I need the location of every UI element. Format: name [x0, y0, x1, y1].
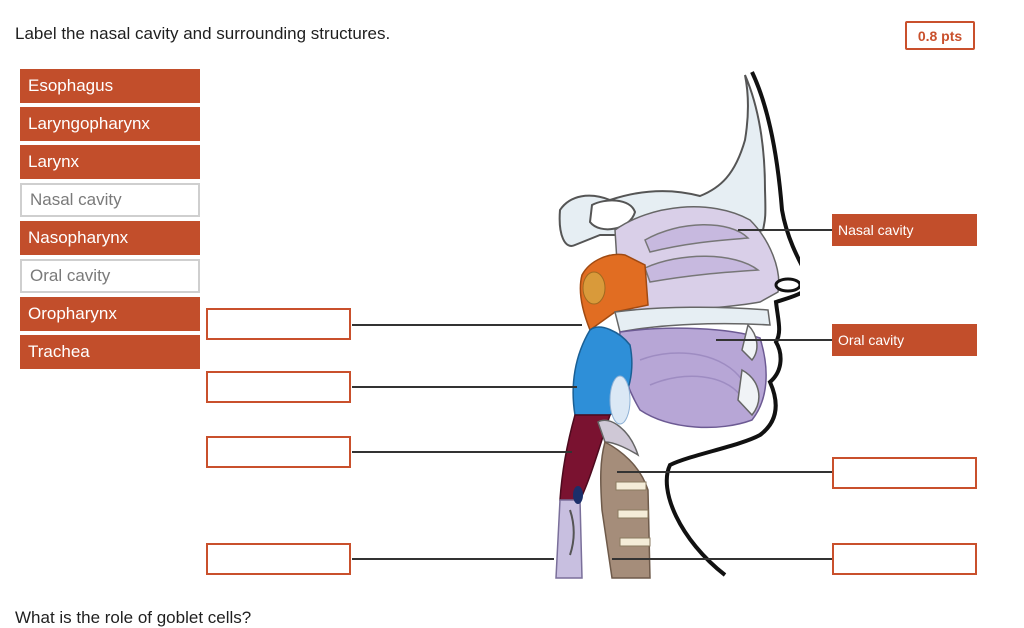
leader-line-left-2 [352, 386, 577, 388]
leader-line-left-4 [352, 558, 554, 560]
label-bank: Esophagus Laryngopharynx Larynx Nasal ca… [20, 69, 200, 373]
leader-line-left-1 [352, 324, 582, 326]
leader-line-right-2 [716, 339, 834, 341]
label-chip-esophagus[interactable]: Esophagus [20, 69, 200, 103]
leader-line-right-4 [612, 558, 834, 560]
question-prompt: Label the nasal cavity and surrounding s… [15, 24, 391, 43]
drop-target-right-2[interactable]: Oral cavity [832, 324, 977, 356]
label-chip-laryngopharynx[interactable]: Laryngopharynx [20, 107, 200, 141]
label-chip-oral-cavity: Oral cavity [20, 259, 200, 293]
label-chip-nasopharynx[interactable]: Nasopharynx [20, 221, 200, 255]
leader-line-left-3 [352, 451, 572, 453]
label-chip-nasal-cavity: Nasal cavity [20, 183, 200, 217]
leader-line-right-3 [617, 471, 834, 473]
drop-target-right-4[interactable] [832, 543, 977, 575]
next-question-text: What is the role of goblet cells? [15, 608, 252, 627]
label-chip-oropharynx[interactable]: Oropharynx [20, 297, 200, 331]
drop-target-right-1[interactable]: Nasal cavity [832, 214, 977, 246]
label-chip-trachea[interactable]: Trachea [20, 335, 200, 369]
leader-line-right-1 [738, 229, 834, 231]
drop-target-left-3[interactable] [206, 436, 351, 468]
drop-target-left-4[interactable] [206, 543, 351, 575]
drop-target-right-3[interactable] [832, 457, 977, 489]
head-neck-sagittal-illustration [555, 71, 800, 579]
drop-target-left-2[interactable] [206, 371, 351, 403]
points-badge: 0.8 pts [905, 21, 975, 50]
drop-target-left-1[interactable] [206, 308, 351, 340]
label-chip-larynx[interactable]: Larynx [20, 145, 200, 179]
